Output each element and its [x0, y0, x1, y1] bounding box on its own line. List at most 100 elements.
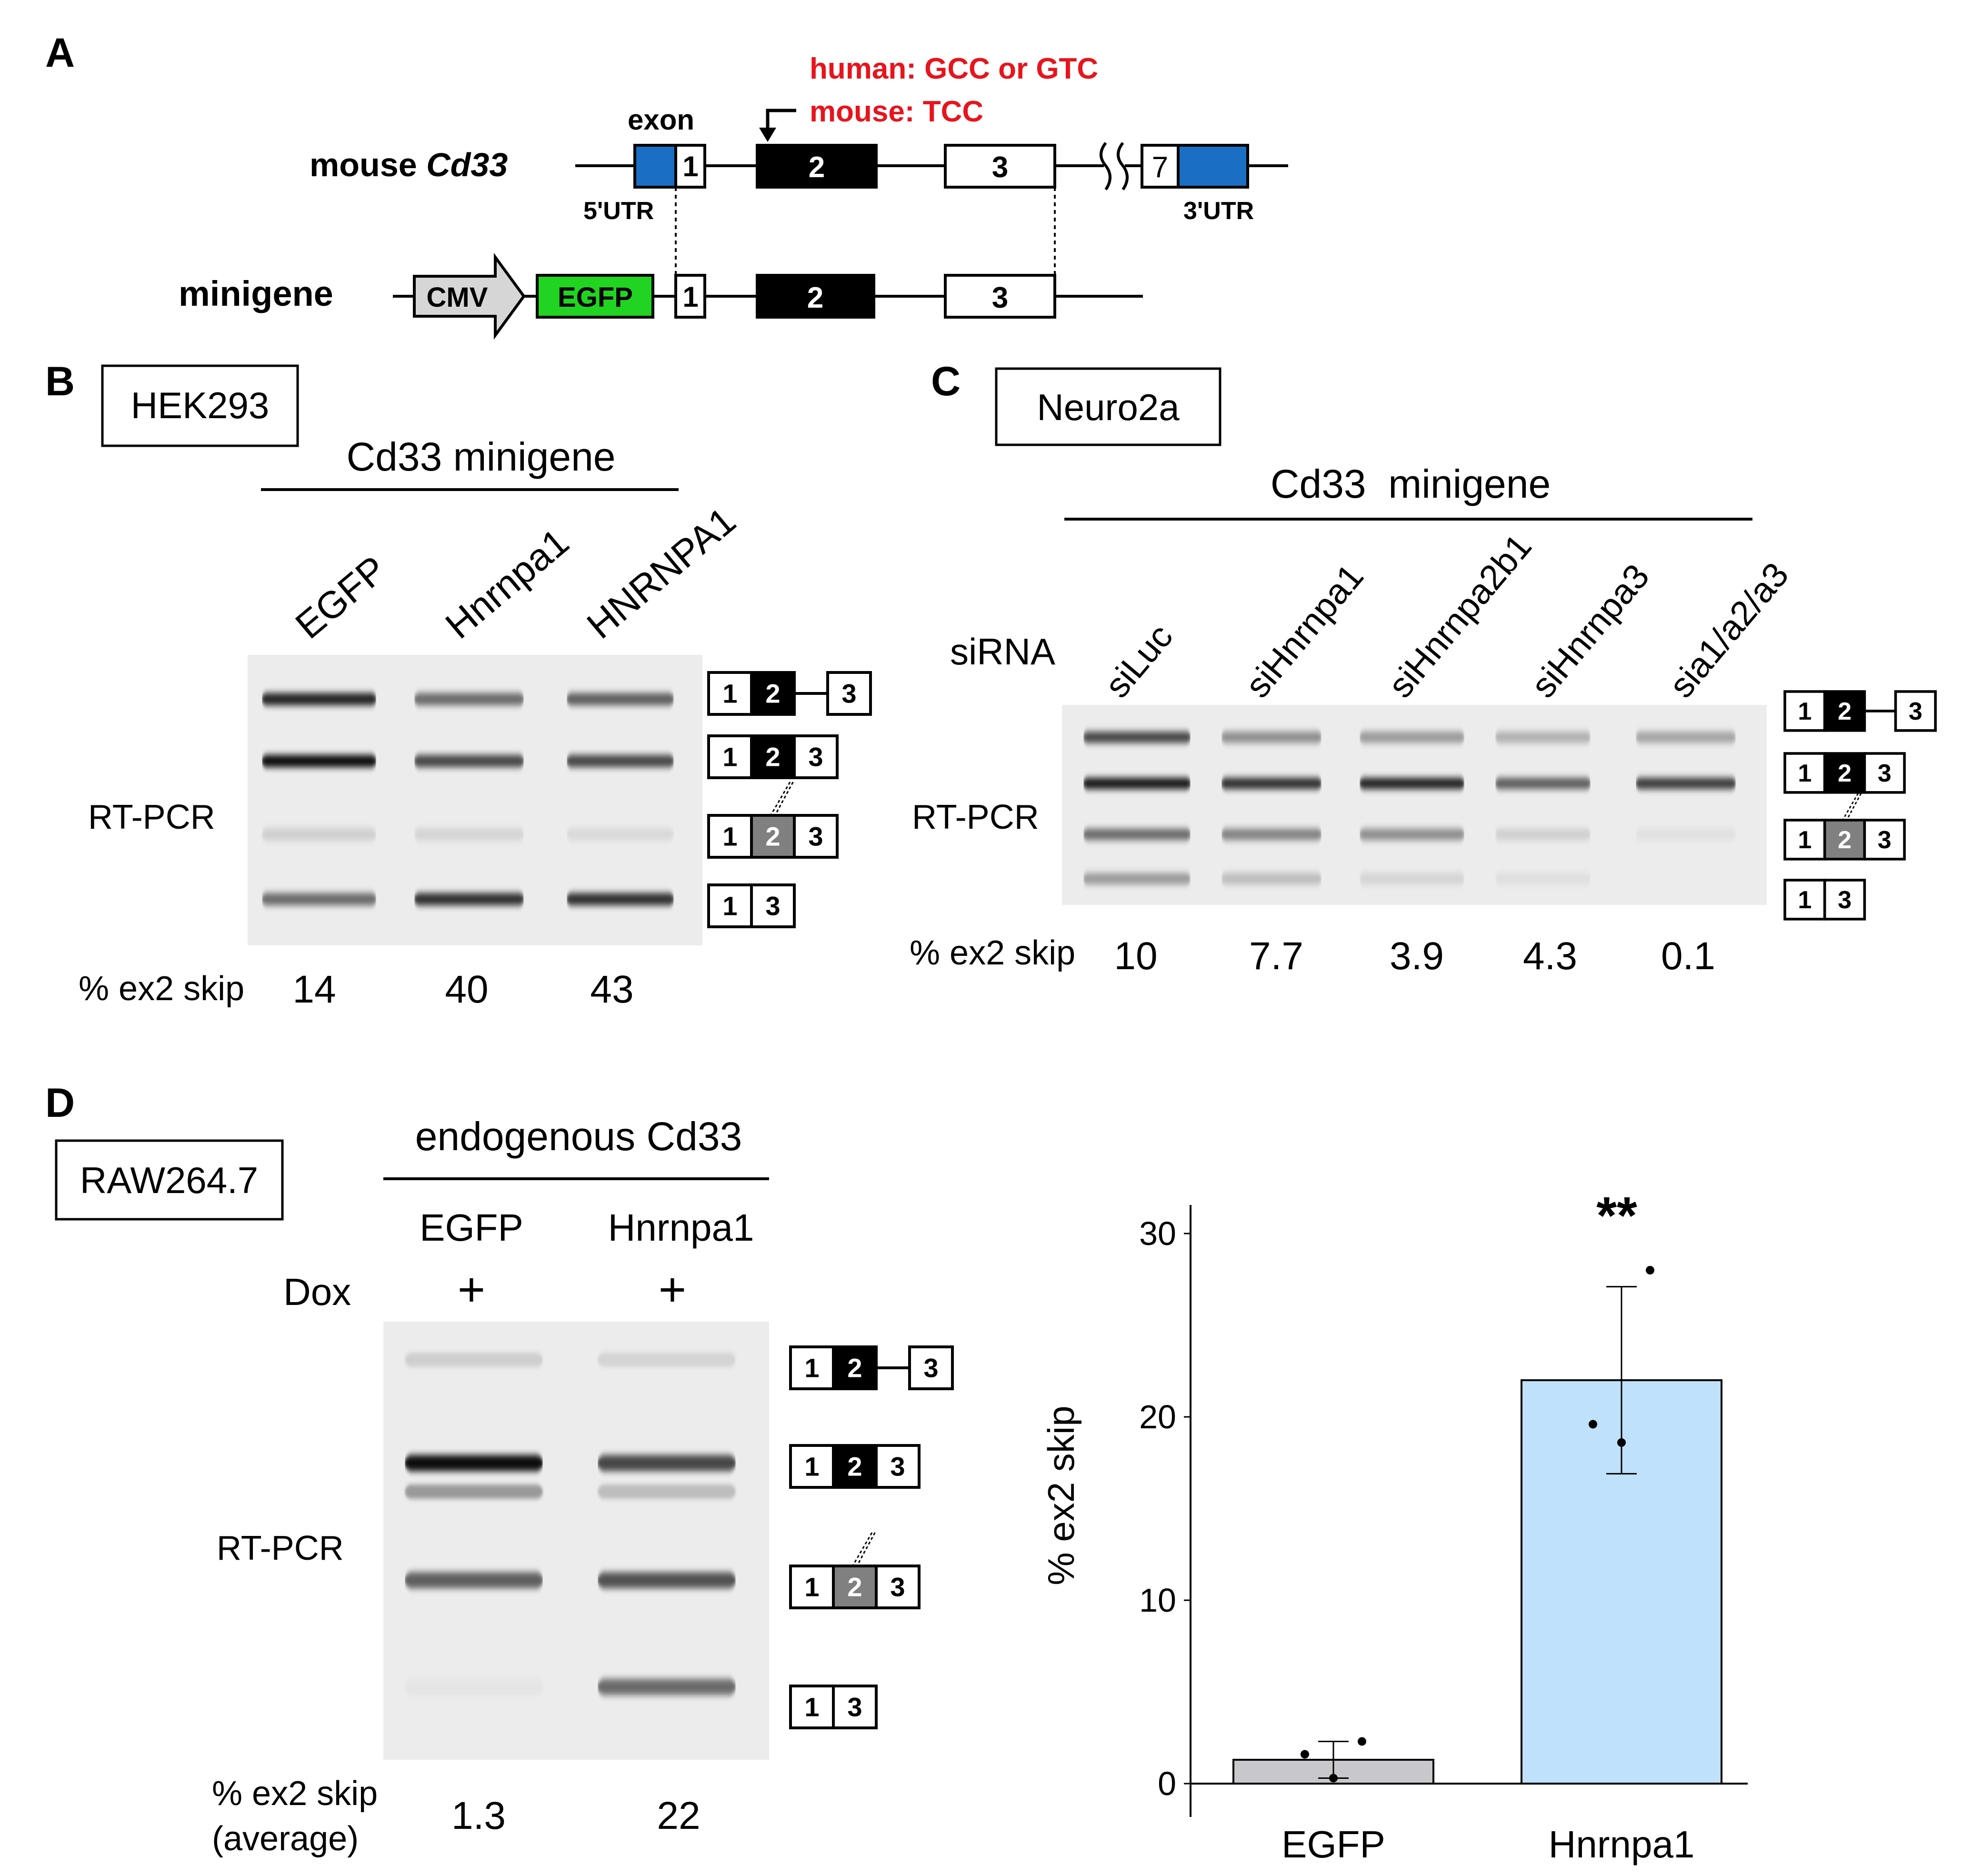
gel-band-c	[1495, 732, 1591, 743]
codon-human-label: human: GCC or GTC	[810, 52, 1098, 85]
iso-spliced-exon1-number: 1	[722, 742, 737, 772]
iso-cryptic-exon1-number: 1	[722, 821, 737, 851]
iso-cryptic-exon2-number: 2	[765, 821, 780, 851]
panel-b-gel-bands	[262, 693, 674, 905]
iso-full-exon2-number: 2	[847, 1353, 862, 1383]
iso-cryptic-exon3-number: 3	[808, 821, 823, 851]
chart-data-point	[1589, 1420, 1597, 1429]
panel-b-rtpcr-label: RT-PCR	[88, 798, 215, 836]
iso-cryptic-exon3-number: 3	[890, 1572, 905, 1602]
gene-exon3-number: 3	[992, 151, 1008, 184]
intron-break-symbol	[1100, 142, 1129, 191]
panel-c-lane-sihnrnpa3: siHnrnpa3	[1523, 557, 1657, 705]
dox-egfp-plus: +	[458, 1263, 485, 1316]
iso-cryptic-exon2-box	[1823, 819, 1866, 861]
iso-spliced-exon3-number: 3	[808, 742, 823, 772]
chart-x-tick-label: EGFP	[1281, 1823, 1385, 1866]
iso-skipped-exon3-box	[1823, 879, 1866, 921]
panel-b-letter: B	[45, 359, 75, 404]
iso-spliced-exon3-number: 3	[1878, 760, 1892, 787]
panel-c-letter: C	[931, 359, 961, 404]
iso-cryptic-exon3-box	[875, 1565, 921, 1609]
iso-full-exon1-number: 1	[722, 678, 737, 708]
chart-y-tick-label: 0	[1158, 1765, 1176, 1802]
iso-cryptic-exon3-box	[1863, 819, 1906, 861]
raw264-label: RAW264.7	[80, 1159, 258, 1201]
iso-skipped-exon1-number: 1	[722, 891, 737, 921]
utr5-label: 5'UTR	[583, 197, 654, 225]
gel-band-d	[598, 1679, 736, 1695]
gel-band-b	[567, 693, 674, 705]
panel-b-lane-egfp: EGFP	[288, 548, 394, 647]
minigene-exon1-box	[674, 274, 706, 319]
iso-cryptic-dotted-a	[770, 782, 791, 816]
gel-band-c	[1360, 778, 1464, 789]
gel-band-c	[1221, 829, 1321, 840]
iso-cryptic-dotted-a	[852, 1532, 873, 1566]
iso-spliced-exon1-box	[789, 1444, 835, 1489]
panel-b-header: Cd33 minigene	[346, 434, 615, 479]
panel-c-gel-bands	[1083, 732, 1736, 884]
iso-cryptic-exon1-number: 1	[804, 1572, 819, 1602]
iso-spliced-exon2-number: 2	[847, 1451, 862, 1481]
gene-exon1-number: 1	[682, 150, 698, 182]
iso-spliced-exon2-number: 2	[765, 742, 780, 772]
gel-band-c	[1083, 732, 1191, 743]
gel-band-b	[414, 693, 524, 705]
iso-spliced-exon3-number: 3	[890, 1451, 905, 1481]
panel-c-skip-sihnrnpa2b1: 3.9	[1390, 934, 1444, 978]
panel-c-skip-sia1a2a3: 0.1	[1661, 934, 1715, 978]
gel-band-c	[1083, 829, 1191, 840]
gel-band-c	[1360, 732, 1464, 743]
minigene-exon1-number: 1	[682, 281, 698, 313]
gel-band-b	[262, 755, 376, 767]
iso-full-exon1-box	[789, 1345, 835, 1390]
minigene-exon2-box	[756, 274, 875, 319]
start-codon-arrowhead	[759, 128, 776, 142]
iso-skipped-exon3-number: 3	[765, 891, 780, 921]
utr3-label: 3'UTR	[1183, 197, 1254, 225]
panel-d: D RAW264.7 endogenous Cd33 EGFP Hnrnpa1 …	[45, 1080, 1748, 1866]
gel-band-c	[1360, 873, 1464, 884]
chart-data-point	[1301, 1750, 1309, 1759]
panel-c-skip-sihnrnpa1: 7.7	[1249, 934, 1303, 978]
dox-label: Dox	[283, 1271, 351, 1313]
mouse-cd33-label: mouse Cd33	[310, 146, 508, 183]
gene-exon2-box	[756, 144, 878, 189]
gel-band-b	[567, 828, 674, 841]
iso-full-exon1-number: 1	[804, 1353, 819, 1383]
hek293-label: HEK293	[131, 384, 270, 426]
iso-skipped-exon1-number: 1	[1798, 886, 1812, 914]
chart-data-point	[1646, 1266, 1654, 1274]
panel-d-rtpcr-label: RT-PCR	[217, 1529, 344, 1567]
iso-spliced-exon1-number: 1	[804, 1451, 819, 1481]
egfp-box	[536, 274, 654, 319]
iso-cryptic-dotted-b	[1846, 789, 1864, 821]
panel-d-skip-egfp: 1.3	[451, 1794, 506, 1837]
iso-full-exon2-number: 2	[1838, 698, 1852, 725]
gel-band-b	[414, 893, 524, 905]
gel-band-b	[262, 828, 376, 841]
gel-band-b	[567, 755, 674, 767]
iso-spliced-exon2-number: 2	[1838, 760, 1852, 787]
panel-c-rtpcr-label: RT-PCR	[912, 798, 1039, 836]
gene-exon7-number: 7	[1152, 151, 1168, 184]
chart-x-tick-label: Hnrnpa1	[1549, 1823, 1695, 1866]
panel-c-header: Cd33 minigene	[1271, 461, 1551, 506]
hek293-label-box	[101, 364, 299, 447]
exon-word-label: exon	[628, 104, 694, 136]
iso-spliced-exon3-box	[875, 1444, 921, 1489]
gel-band-d	[405, 1572, 543, 1588]
iso-cryptic-dotted-a	[1842, 789, 1862, 821]
gel-band-d	[405, 1353, 543, 1367]
utr5-box	[633, 144, 677, 189]
gene-exon2-number: 2	[809, 151, 825, 184]
panel-b-skip-hnrnpa1: 40	[445, 968, 488, 1011]
gel-band-b	[414, 828, 524, 841]
neuro2a-label-box	[995, 367, 1221, 446]
iso-skipped-exon3-number: 3	[1838, 886, 1852, 914]
gel-band-c	[1083, 873, 1191, 884]
